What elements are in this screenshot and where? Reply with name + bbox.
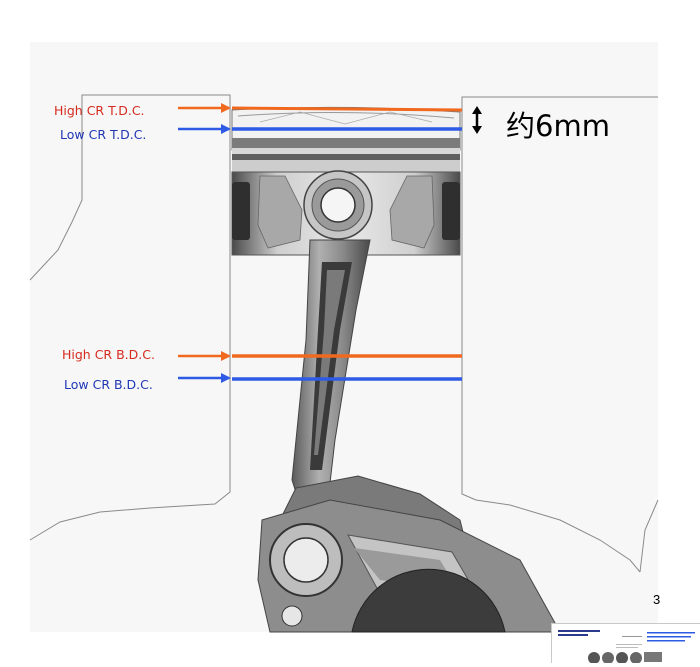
gap-label: 约6mm [506,109,610,143]
low-tdc-label: Low CR T.D.C. [60,127,147,142]
high-tdc-label: High CR T.D.C. [54,103,145,118]
gap-dimension-icon [472,106,482,134]
cylinder-block-outline-right [461,96,659,573]
high-bdc-label: High CR B.D.C. [62,347,155,362]
slide-thumbnail[interactable] [551,623,700,663]
cylinder-block-outline [29,94,231,541]
crank-linkage [257,499,561,633]
slide-thumbnail-image [552,624,700,663]
page-number: 3 [653,592,661,607]
low-bdc-label: Low CR B.D.C. [64,377,153,392]
high-tdc-line [231,106,463,112]
